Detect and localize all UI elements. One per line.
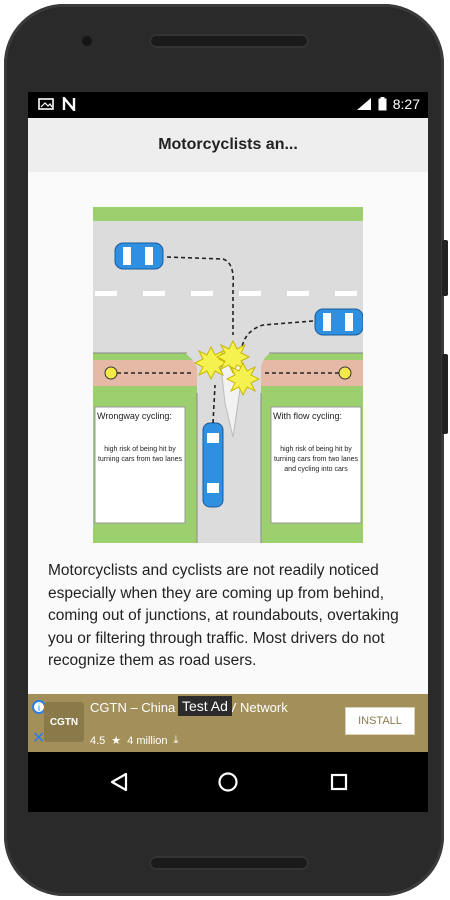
right-panel-title: With flow cycling:: [273, 411, 343, 421]
recents-icon[interactable]: [324, 767, 354, 797]
ad-downloads: 4 million: [127, 734, 168, 747]
car-right-icon: [314, 308, 364, 336]
top-speaker: [149, 34, 309, 48]
battery-icon: [378, 97, 387, 111]
content-area[interactable]: Wrongway cycling: high risk of being hit…: [28, 172, 428, 694]
app-bar: Motorcyclists an...: [28, 118, 428, 172]
status-bar: 8:27: [28, 92, 428, 118]
signal-icon: [356, 97, 372, 111]
ad-banner[interactable]: i ✕ CGTN CGTN – China Global TV Network …: [28, 694, 428, 752]
car-down-icon: [202, 422, 224, 508]
clock: 8:27: [392, 96, 420, 112]
screen: 8:27 Motorcyclists an...: [28, 92, 428, 812]
close-icon[interactable]: ✕: [32, 730, 46, 747]
left-panel-title: Wrongway cycling:: [97, 411, 172, 421]
phone-frame: 8:27 Motorcyclists an...: [4, 4, 448, 896]
test-ad-badge: Test Ad: [178, 696, 232, 716]
power-button[interactable]: [442, 354, 448, 434]
ad-logo[interactable]: CGTN: [44, 702, 84, 742]
photo-icon: [38, 97, 54, 111]
navigation-bar: [28, 752, 428, 812]
star-icon: ★: [111, 735, 122, 747]
right-panel-text: high risk of being hit by turning cars f…: [273, 446, 359, 473]
volume-button[interactable]: [442, 240, 448, 296]
home-icon[interactable]: [213, 767, 243, 797]
left-panel-text: high risk of being hit by turning cars f…: [97, 446, 183, 463]
body-text: Motorcyclists and cyclists are not readi…: [48, 562, 399, 669]
ad-meta: 4.5 ★ 4 million ⤓: [90, 734, 178, 747]
car-left-icon: [114, 242, 164, 270]
n-icon: [62, 94, 78, 114]
cycling-illustration: Wrongway cycling: high risk of being hit…: [93, 207, 364, 543]
back-icon[interactable]: [104, 767, 134, 797]
ad-rating: 4.5: [90, 734, 106, 747]
bottom-speaker: [149, 856, 309, 870]
install-button[interactable]: INSTALL: [346, 708, 414, 734]
page-title: Motorcyclists an...: [158, 136, 298, 153]
download-icon: ⤓: [173, 734, 179, 746]
front-camera: [82, 36, 92, 46]
